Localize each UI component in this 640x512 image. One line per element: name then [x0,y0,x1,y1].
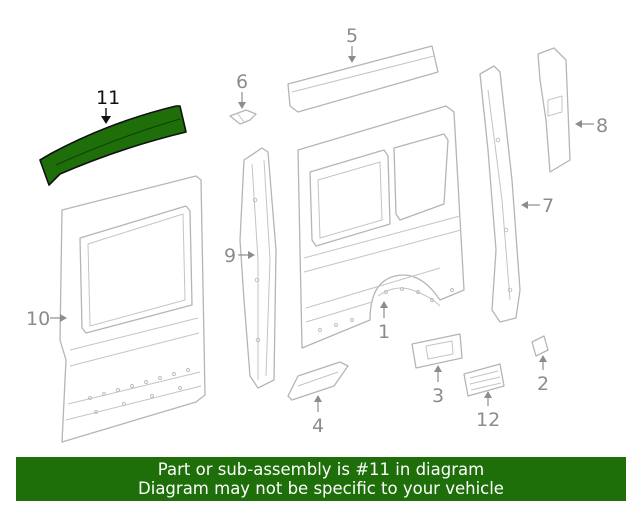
callout-11: 11 [96,87,120,124]
part-2-small-bracket[interactable] [531,335,549,357]
svg-text:5: 5 [346,25,358,47]
svg-text:10: 10 [26,308,50,330]
callout-4: 4 [312,395,324,437]
callout-3: 3 [432,365,444,407]
panel-1-holes [318,287,454,332]
callout-9: 9 [224,245,255,267]
banner-line-1: Part or sub-assembly is #11 in diagram [157,460,485,479]
callout-5: 5 [346,25,358,63]
svg-text:6: 6 [236,71,248,93]
callout-7: 7 [521,195,554,217]
info-banner: Part or sub-assembly is #11 in diagram D… [16,457,626,501]
svg-text:7: 7 [542,195,554,217]
svg-text:2: 2 [537,373,549,395]
part-3-small-panel[interactable] [411,333,463,369]
callout-6: 6 [236,71,248,109]
callout-12: 12 [476,391,500,431]
svg-text:1: 1 [378,321,390,343]
part-8-upper-trim[interactable] [537,47,571,173]
part-1-main-side-panel[interactable] [297,105,465,349]
part-11-roof-panel[interactable] [39,105,187,186]
part-9-pillar[interactable] [239,147,277,389]
callout-8: 8 [575,115,608,137]
part-10-side-panel[interactable] [59,175,206,443]
callout-10: 10 [26,308,67,330]
banner-line-2: Diagram may not be specific to your vehi… [138,479,504,498]
panel-10-holes [88,368,190,414]
parts-diagram: 11 10 9 6 5 8 7 1 4 [26,25,608,443]
svg-text:8: 8 [596,115,608,137]
part-5-upper-rail[interactable] [287,45,439,113]
callout-1: 1 [378,301,390,343]
part-6-bracket[interactable] [229,109,257,125]
callout-2: 2 [537,355,549,395]
part-12-vent-grille[interactable] [463,363,505,397]
svg-text:12: 12 [476,409,500,431]
svg-text:3: 3 [432,385,444,407]
svg-text:11: 11 [96,87,120,109]
svg-text:9: 9 [224,245,236,267]
part-7-rear-pillar[interactable] [479,65,521,323]
part-4-lower-molding[interactable] [287,361,349,401]
svg-text:4: 4 [312,415,324,437]
